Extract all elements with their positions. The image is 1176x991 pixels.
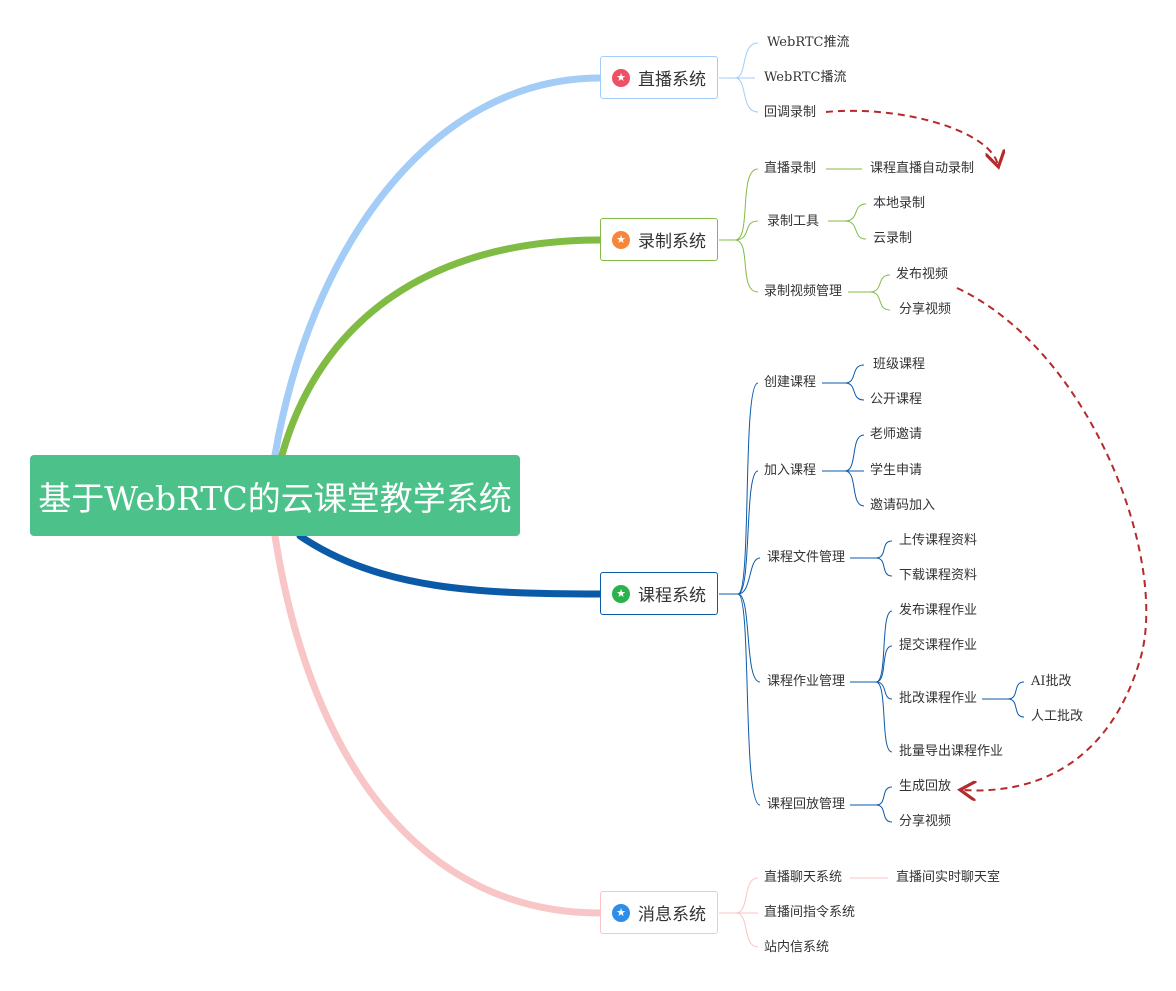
star-icon: ★ <box>612 903 630 922</box>
branch-live-system[interactable]: ★ 直播系统 <box>600 56 718 99</box>
branch-live-label: 直播系统 <box>638 70 706 90</box>
topic-share-video[interactable]: 分享视频 <box>899 302 952 317</box>
topic-upload-material[interactable]: 上传课程资料 <box>899 533 978 548</box>
topic-invite-code[interactable]: 邀请码加入 <box>870 498 936 513</box>
topic-ai-grade[interactable]: AI批改 <box>1031 674 1072 689</box>
branch-course-system[interactable]: ★ 课程系统 <box>600 572 718 615</box>
topic-callback-record[interactable]: 回调录制 <box>764 105 817 120</box>
branch-record-system[interactable]: ★ 录制系统 <box>600 218 718 261</box>
star-icon: ★ <box>612 230 630 249</box>
topic-download-material[interactable]: 下载课程资料 <box>899 568 978 583</box>
topic-share-replay-video[interactable]: 分享视频 <box>899 814 952 829</box>
branch-message-label: 消息系统 <box>638 905 706 925</box>
topic-manual-grade[interactable]: 人工批改 <box>1031 709 1084 724</box>
root-topic-label: 基于WebRTC的云课堂教学系统 <box>38 478 512 518</box>
topic-publish-homework[interactable]: 发布课程作业 <box>899 603 978 618</box>
topic-record-tools[interactable]: 录制工具 <box>767 214 820 229</box>
topic-local-record[interactable]: 本地录制 <box>873 196 926 211</box>
branch-course-label: 课程系统 <box>638 586 706 606</box>
topic-public-course[interactable]: 公开课程 <box>870 392 923 407</box>
edge-root-course <box>296 532 604 598</box>
topic-student-apply[interactable]: 学生申请 <box>870 463 923 478</box>
topic-generate-replay[interactable]: 生成回放 <box>899 779 952 794</box>
branch-record-label: 录制系统 <box>638 232 706 252</box>
edge-root-live <box>271 74 604 459</box>
root-topic[interactable]: 基于WebRTC的云课堂教学系统 <box>30 455 520 536</box>
topic-teacher-invite[interactable]: 老师邀请 <box>870 427 923 442</box>
topic-grade-homework[interactable]: 批改课程作业 <box>899 691 978 706</box>
topic-auto-record[interactable]: 课程直播自动录制 <box>870 161 975 176</box>
topic-record-video-mgmt[interactable]: 录制视频管理 <box>764 284 843 299</box>
relationship-arrow-callback-to-auto-record <box>825 109 998 165</box>
course-connectors <box>719 364 1025 823</box>
star-icon: ★ <box>612 584 630 603</box>
topic-export-homework[interactable]: 批量导出课程作业 <box>899 744 1004 759</box>
topic-submit-homework[interactable]: 提交课程作业 <box>899 638 978 653</box>
topic-live-record[interactable]: 直播录制 <box>764 161 817 176</box>
live-connectors <box>719 42 759 113</box>
edge-root-msg <box>271 532 604 917</box>
topic-live-chat[interactable]: 直播聊天系统 <box>764 870 843 885</box>
edge-root-record <box>278 236 604 459</box>
topic-live-chatroom[interactable]: 直播间实时聊天室 <box>896 870 1001 885</box>
topic-publish-video[interactable]: 发布视频 <box>896 267 949 282</box>
topic-replay-mgmt[interactable]: 课程回放管理 <box>767 797 846 812</box>
topic-create-course[interactable]: 创建课程 <box>764 375 817 390</box>
topic-webrtc-play[interactable]: WebRTC播流 <box>764 70 847 85</box>
msg-connectors <box>719 877 888 948</box>
topic-cloud-record[interactable]: 云录制 <box>873 231 913 246</box>
topic-webrtc-push[interactable]: WebRTC推流 <box>767 35 850 50</box>
topic-inbox[interactable]: 站内信系统 <box>764 940 830 955</box>
topic-join-course[interactable]: 加入课程 <box>764 463 817 478</box>
star-icon: ★ <box>612 68 630 87</box>
topic-class-course[interactable]: 班级课程 <box>873 357 926 372</box>
topic-homework-mgmt[interactable]: 课程作业管理 <box>767 674 846 689</box>
branch-message-system[interactable]: ★ 消息系统 <box>600 891 718 934</box>
topic-live-command[interactable]: 直播间指令系统 <box>764 905 856 920</box>
topic-file-mgmt[interactable]: 课程文件管理 <box>767 550 846 565</box>
record-connectors <box>719 168 891 311</box>
